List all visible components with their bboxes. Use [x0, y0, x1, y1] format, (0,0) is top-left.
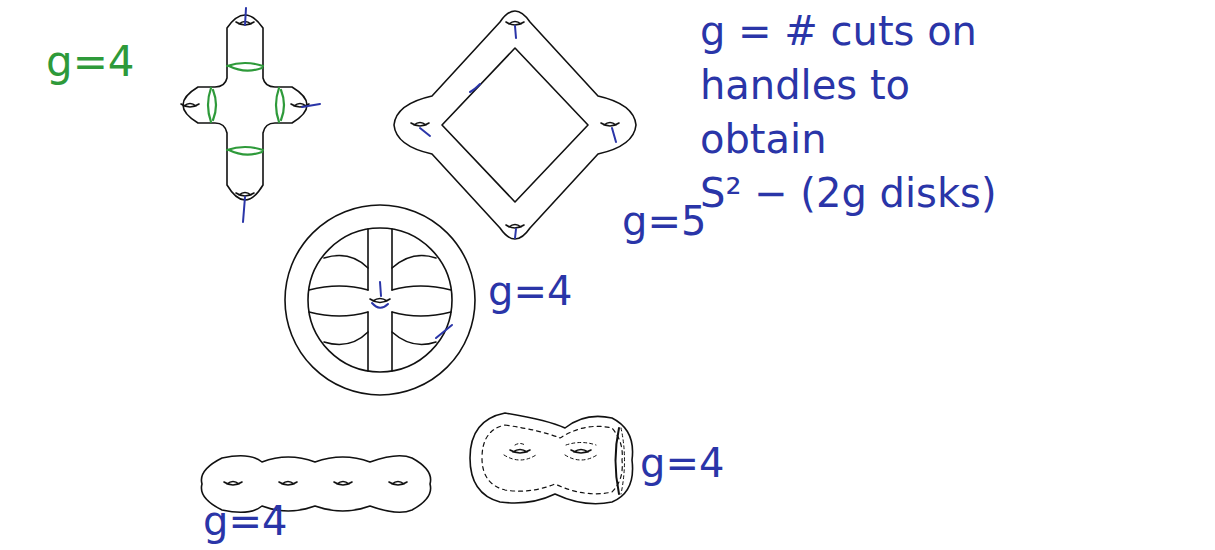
loop-surface: [394, 11, 636, 239]
genus-label: g=4: [640, 440, 724, 486]
genus-label: g=4: [46, 38, 135, 86]
genus-label: g=5: [622, 198, 706, 244]
double-torus: [470, 413, 633, 504]
cross-surface: [181, 8, 320, 222]
genus-label: g=4: [203, 498, 287, 544]
genus-label: g=4: [488, 268, 572, 314]
banded-torus: [285, 205, 475, 395]
note-text: g = # cuts on handles to obtain S² − (2g…: [700, 4, 1045, 220]
